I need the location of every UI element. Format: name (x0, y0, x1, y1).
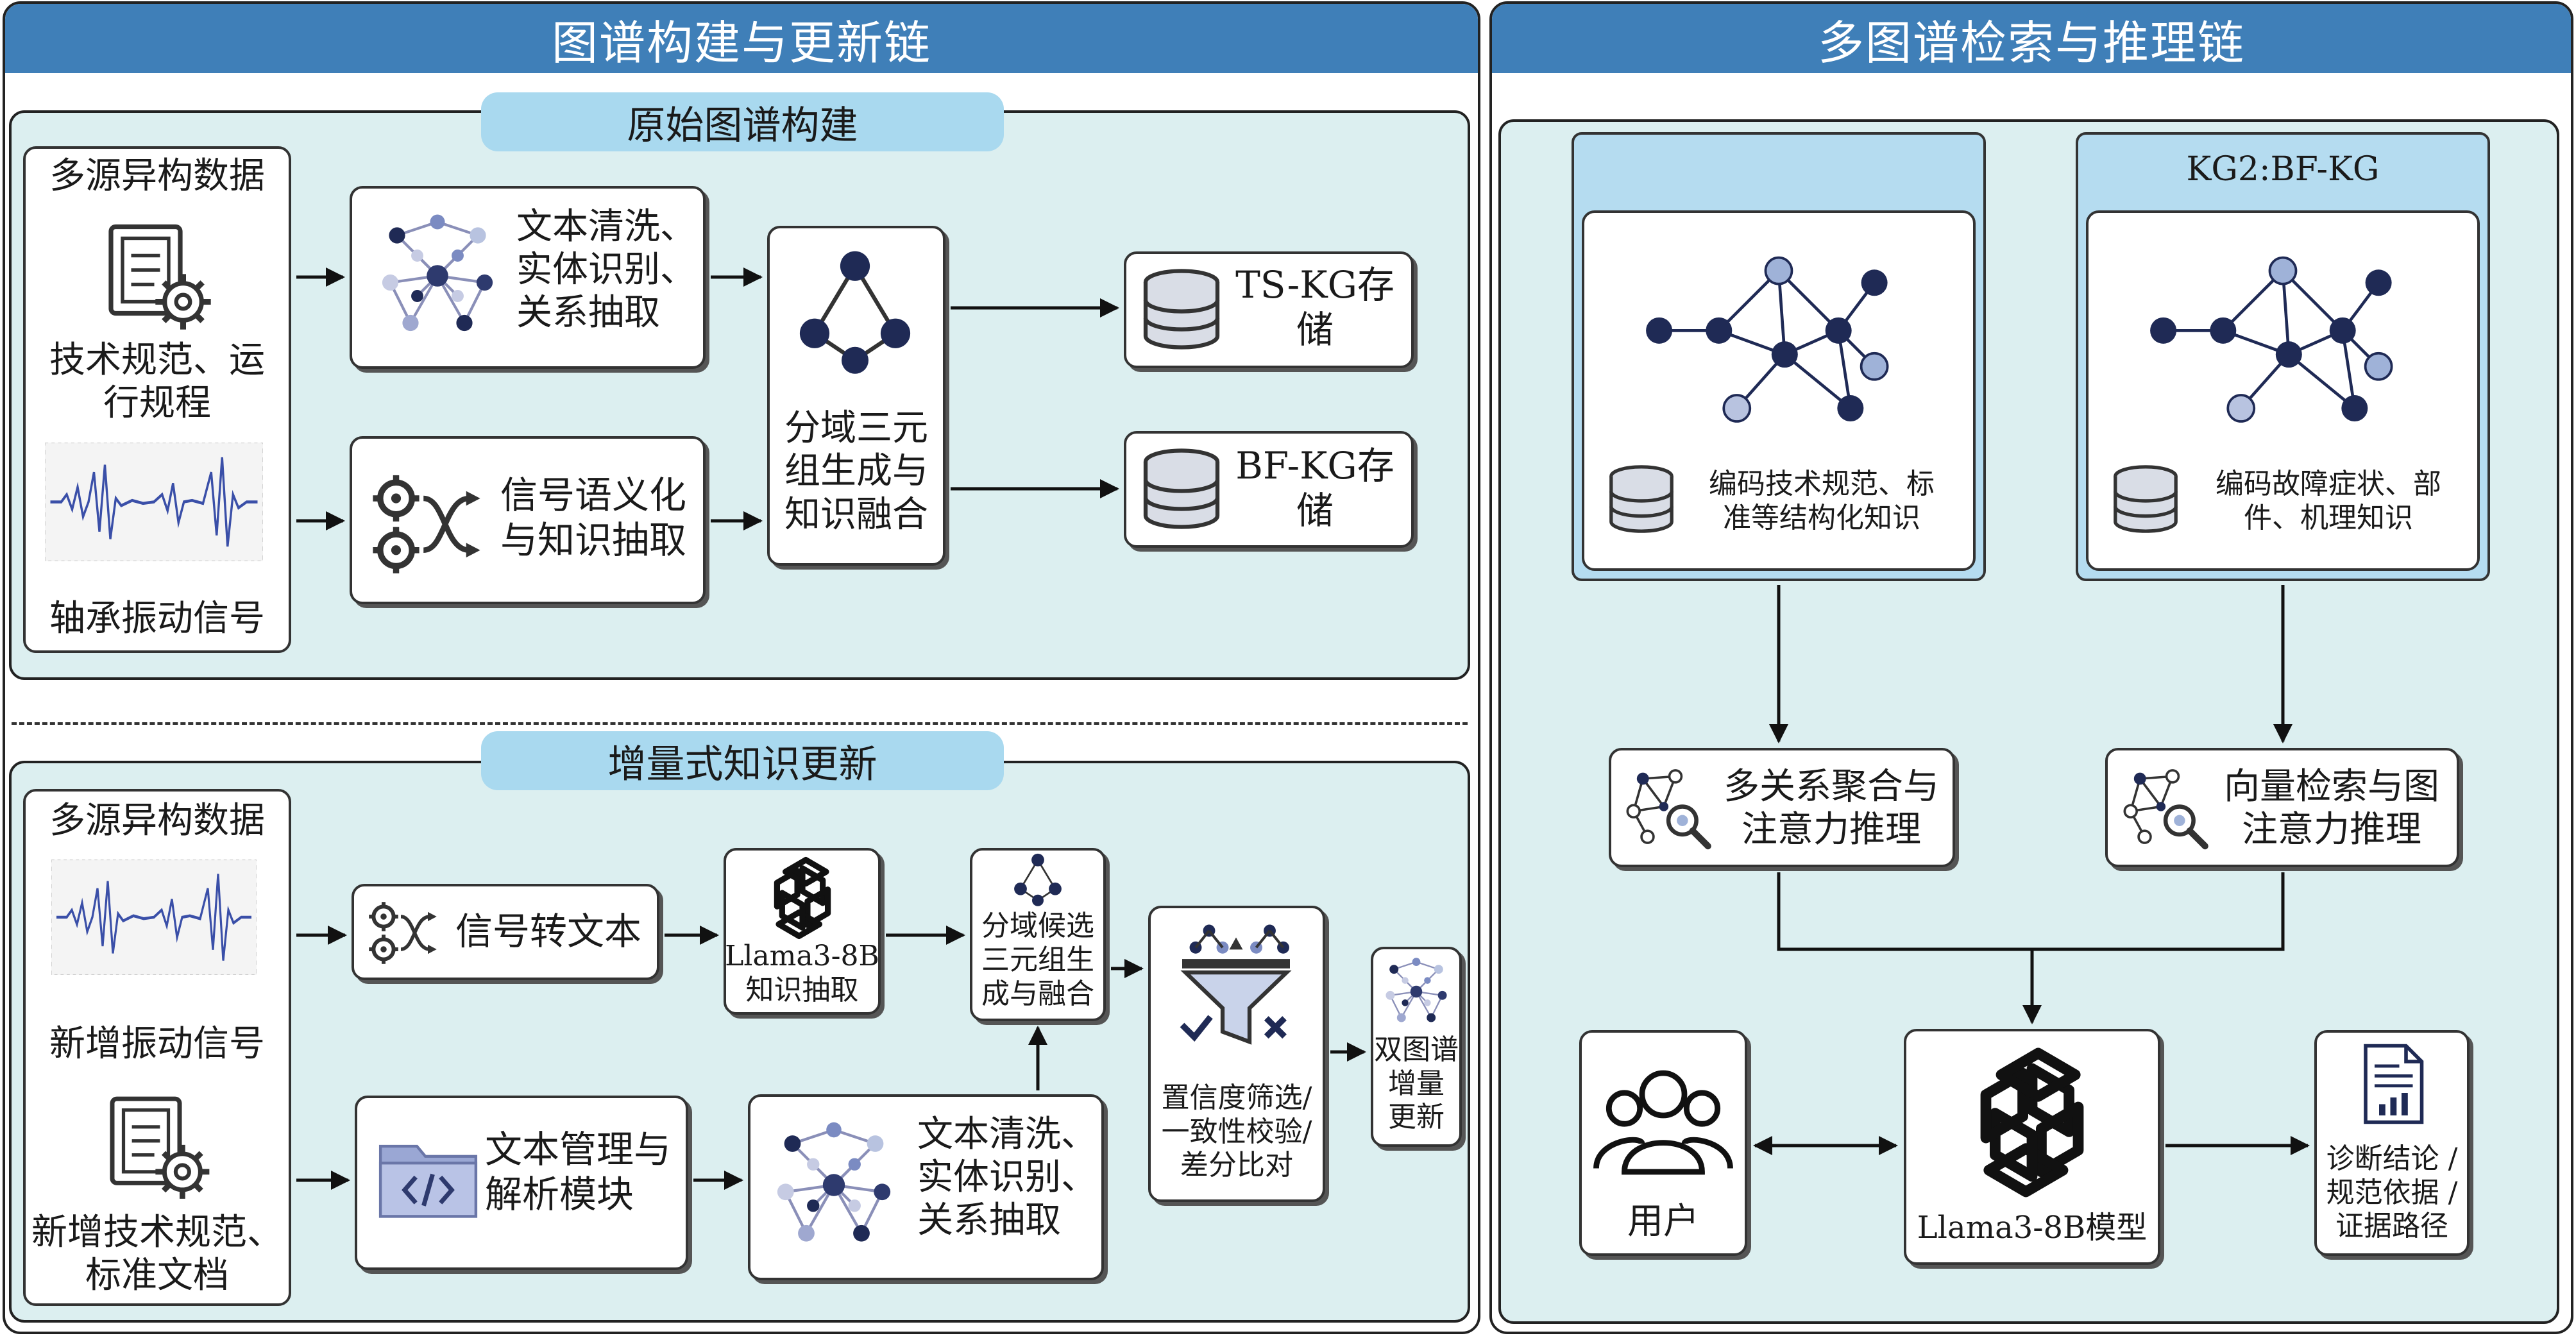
text-process-label: 文本清洗、 实体识别、 关系抽取 (516, 206, 696, 334)
kg1-desc: 编码技术规范、标 准等结构化知识 (1709, 468, 1935, 534)
signal-process-label: 信号语义化 与知识抽取 (500, 473, 687, 562)
right-panel-title: 多图谱检索与推理链 (1492, 4, 2571, 73)
kg2-desc: 编码故障症状、部 件、机理知识 (2216, 468, 2441, 534)
candidate-box (970, 848, 1106, 1021)
users-icon (1588, 1052, 1739, 1193)
document-gear-icon (96, 1090, 218, 1203)
llama-model-label: Llama3-8B模型 (1917, 1210, 2148, 1246)
network-graph-icon (367, 208, 508, 343)
waveform-icon (51, 860, 257, 975)
fusion-box (767, 226, 945, 566)
report-icon (2348, 1036, 2437, 1132)
gears-shuffle-icon (366, 462, 487, 584)
database-icon (1137, 444, 1226, 534)
triangle-graph-icon (1009, 850, 1067, 908)
funnel-filter-icon (1169, 914, 1303, 1055)
signal-process-box (350, 436, 706, 604)
reason1-label: 多关系聚合与 注意力推理 (1724, 765, 1939, 851)
bf-kg-store-label: BF-KG存储 (1235, 444, 1394, 532)
construct-sources-title: 多源异构数据 (49, 155, 265, 198)
section-divider (12, 722, 1468, 725)
kg1-graph-icon (1629, 249, 1928, 436)
database-icon (1137, 264, 1226, 354)
network-graph-icon (1379, 954, 1453, 1029)
update-sources-title: 多源异构数据 (49, 800, 265, 842)
kg1-title (1572, 137, 1986, 201)
output-label: 诊断结论 / 规范依据 / 证据路径 (2326, 1142, 2458, 1243)
triangle-graph-icon (788, 242, 922, 377)
text-mgmt-label: 文本管理与 解析模块 (485, 1128, 672, 1216)
candidate-label: 分域候选 三元组生 成与融合 (981, 910, 1094, 1010)
kg2-graph-icon (2133, 249, 2432, 436)
text-process-box (350, 186, 706, 369)
openai-logo-icon (760, 856, 845, 940)
ts-kg-store-label: TS-KG存储 (1235, 263, 1394, 351)
construct-signal-label: 轴承振动信号 (49, 598, 265, 640)
update-text-process-label: 文本清洗、 实体识别、 关系抽取 (917, 1114, 1097, 1242)
network-graph-icon (763, 1116, 904, 1254)
user-label: 用户 (1627, 1201, 1699, 1243)
reason2-label: 向量检索与图 注意力推理 (2224, 765, 2439, 851)
construct-title: 原始图谱构建 (481, 92, 1004, 151)
graph-search-icon (1620, 760, 1713, 853)
folder-code-icon (372, 1124, 484, 1236)
reason2-box (2105, 748, 2459, 867)
database-icon (1604, 461, 1679, 538)
update-signal-label: 新增振动信号 (49, 1022, 265, 1065)
update-doc-label: 新增技术规范、 标准文档 (31, 1211, 283, 1296)
update-text-process-box (748, 1094, 1104, 1280)
gears-shuffle-icon (364, 893, 441, 970)
dual-update-box (1371, 947, 1462, 1147)
document-gear-icon (96, 218, 218, 334)
filter-box (1148, 906, 1325, 1202)
filter-label: 置信度筛选/ 一致性校验/ 差分比对 (1161, 1081, 1312, 1182)
sig2text-box (352, 884, 659, 980)
waveform-icon (45, 443, 263, 561)
llama-extract-label: Llama3-8B 知识抽取 (725, 939, 879, 1006)
sig2text-label: 信号转文本 (455, 910, 641, 954)
dual-update-label: 双图谱 增量 更新 (1374, 1033, 1459, 1134)
update-title: 增量式知识更新 (481, 731, 1004, 790)
fusion-label: 分域三元 组生成与 知识融合 (784, 407, 928, 536)
graph-search-icon (2117, 760, 2210, 853)
database-icon (2108, 461, 2183, 538)
construct-doc-label: 技术规范、运 行规程 (49, 339, 265, 424)
kg2-title: KG2:BF-KG (2186, 149, 2380, 189)
left-panel-title: 图谱构建与更新链 (5, 4, 1478, 73)
openai-logo-icon (1955, 1046, 2109, 1199)
